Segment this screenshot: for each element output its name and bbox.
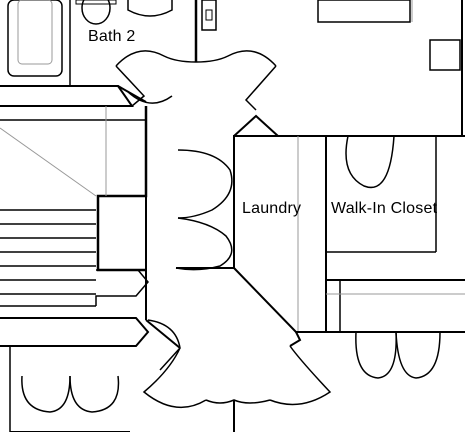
- stair-landing: [95, 269, 149, 306]
- bath-door-right: [195, 50, 277, 67]
- bath-door-jamb-left: [115, 65, 146, 107]
- laundry-walls: [233, 135, 327, 333]
- bath-door-jamb-right: [244, 65, 277, 111]
- bottom-left-wall: [0, 317, 150, 347]
- toilet: [81, 0, 111, 25]
- stair-wall: [96, 106, 148, 272]
- closet-door-left: [21, 375, 71, 413]
- closet-door-arc: [345, 135, 395, 189]
- stair-diagonal: [0, 127, 97, 197]
- toilet-tank: [75, 0, 117, 5]
- closet-door-right: [69, 375, 120, 413]
- linen-door-left: [355, 331, 397, 379]
- hall-wall-angle: [117, 85, 147, 103]
- bottom-left-door-swing: [147, 319, 181, 371]
- bath-door-left: [115, 50, 197, 67]
- hall-wall-top: [0, 85, 134, 107]
- linen-door-right: [395, 331, 441, 379]
- bathtub: [7, 0, 63, 77]
- bath-door-swing: [127, 91, 173, 104]
- laundry-door-upper: [177, 149, 233, 219]
- hall-door-center: [205, 399, 271, 404]
- laundry-door-lower: [175, 217, 233, 271]
- room-label-walk-in-closet: Walk-In Closet: [331, 200, 438, 217]
- room-label-laundry: Laundry: [242, 200, 302, 217]
- towel-bar: [201, 0, 217, 31]
- room-label-bath-2: Bath 2: [88, 28, 136, 45]
- bottom-left-angle: [145, 319, 181, 349]
- hall-door-left: [142, 347, 207, 409]
- laundry-left-wall: [233, 114, 281, 268]
- towel-bar-hook: [205, 9, 213, 21]
- hall-jamb: [289, 331, 302, 347]
- bed: [317, 0, 411, 23]
- vanity-sink: [127, 0, 173, 17]
- hall-door-right: [269, 345, 332, 406]
- nightstand: [429, 39, 461, 71]
- bathtub-inner: [17, 0, 53, 65]
